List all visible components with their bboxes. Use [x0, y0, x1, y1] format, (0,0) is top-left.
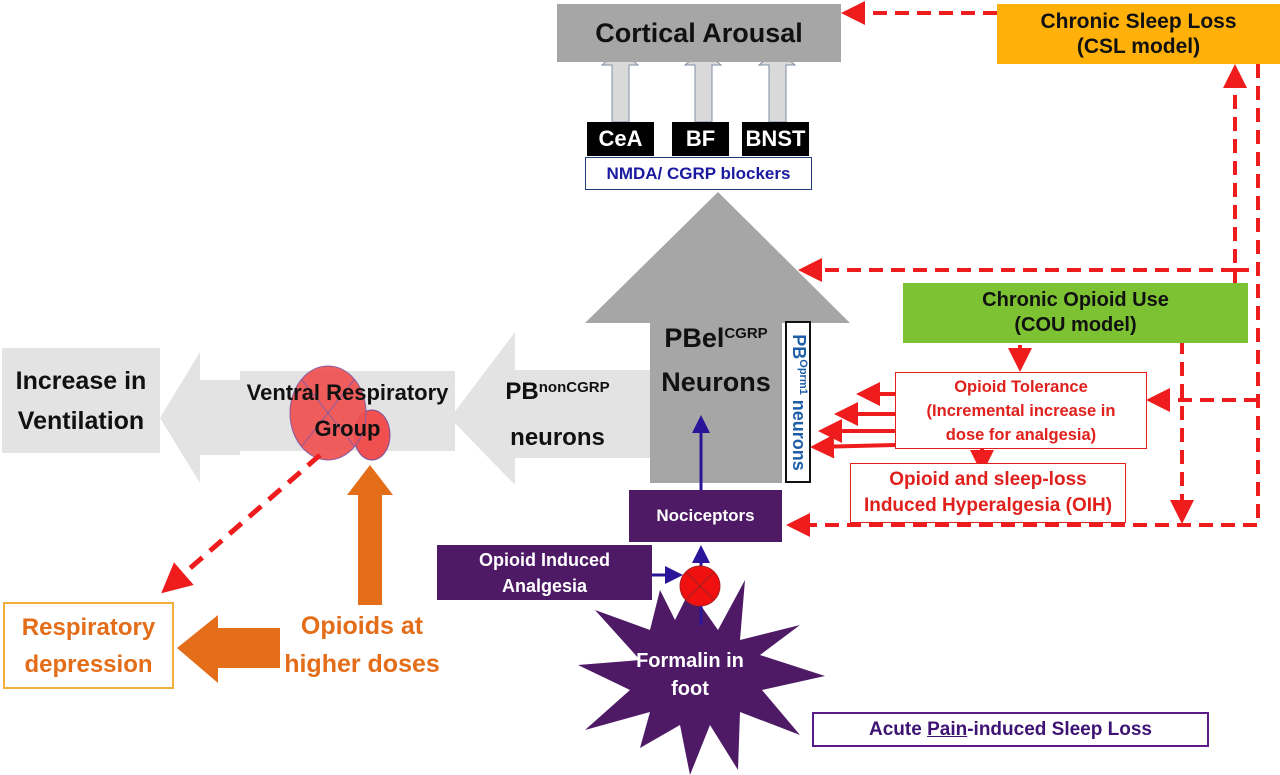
acute-post: -induced Sleep Loss	[967, 718, 1152, 740]
oia-line1: Opioid Induced	[479, 549, 610, 570]
formalin-label: Formalin in foot	[610, 640, 770, 710]
incvent-line1: Increase in	[15, 366, 147, 395]
oih-line2: Induced Hyperalgesia (OIH)	[863, 495, 1113, 516]
cortical-arousal-label: Cortical Arousal	[595, 17, 803, 48]
cou-line1: Chronic Opioid Use	[982, 289, 1169, 311]
pb-oprm1-label: PBOprm1 neurons	[788, 334, 809, 471]
oprm-tail: neurons	[788, 394, 809, 471]
acute-underlined: Pain	[927, 718, 968, 740]
pbel-up-arrow	[585, 192, 850, 483]
csl-line1: Chronic Sleep Loss	[1040, 10, 1237, 33]
respiratory-depression-box: Respiratory depression	[3, 602, 174, 689]
pbel-sup: CGRP	[724, 325, 768, 342]
nmda-cgrp-blockers-box: NMDA/ CGRP blockers	[585, 157, 812, 190]
opioids-higher-doses-label: Opioids at higher doses	[282, 605, 442, 685]
acute-pain-sleep-loss-box: Acute Pain-induced Sleep Loss	[812, 712, 1209, 747]
incvent-line2: Ventilation	[17, 406, 145, 435]
csl-line2: (CSL model)	[1076, 35, 1201, 58]
pbnon-base: PB	[505, 378, 539, 405]
region-bf: BF	[672, 122, 729, 156]
resp-line1: Respiratory	[21, 613, 156, 641]
opi-line2: higher doses	[284, 650, 440, 678]
tolerance-line2: (Incremental increase in	[926, 401, 1116, 420]
pbel-cgrp-neurons-label: PBelCGRP Neurons	[650, 315, 782, 405]
ventral-respiratory-group-label: Ventral Respiratory Group	[240, 371, 455, 451]
pb-noncgrp-neurons-label: PBnonCGRP neurons	[495, 370, 620, 460]
oprm-sup: Oprm1	[796, 358, 809, 395]
pbel-line2: Neurons	[661, 367, 771, 397]
tolerance-line1: Opioid Tolerance	[954, 377, 1088, 396]
opioid-induced-analgesia-box: Opioid Induced Analgesia	[437, 545, 652, 600]
vrg-line1: Ventral Respiratory	[246, 380, 449, 405]
resp-line2: depression	[24, 650, 153, 678]
cou-line2: (COU model)	[1014, 314, 1137, 336]
acute-pain-label: Acute Pain-induced Sleep Loss	[869, 719, 1152, 741]
formalin-line1: Formalin in	[636, 650, 744, 672]
nmda-cgrp-blockers-label: NMDA/ CGRP blockers	[606, 163, 791, 183]
region-bnst-label: BNST	[745, 126, 806, 151]
region-bf-label: BF	[685, 126, 716, 151]
formalin-line2: foot	[671, 678, 709, 700]
chronic-opioid-use-box: Chronic Opioid Use (COU model)	[903, 283, 1248, 343]
tolerance-arrows	[810, 382, 994, 474]
increase-ventilation-box: Increase in Ventilation	[2, 348, 160, 453]
region-cea: CeA	[587, 122, 654, 156]
pbnon-line2: neurons	[510, 424, 605, 451]
vrg-line2: Group	[314, 416, 381, 441]
opioid-tolerance-box: Opioid Tolerance (Incremental increase i…	[895, 372, 1147, 449]
oih-box: Opioid and sleep-loss Induced Hyperalges…	[850, 463, 1126, 523]
region-cea-label: CeA	[598, 126, 643, 151]
oprm-base: PB	[788, 333, 809, 359]
tolerance-line3: dose for analgesia)	[945, 425, 1097, 444]
dashed-arrow-to-resp-depression	[161, 453, 322, 594]
formalin-starburst	[578, 580, 825, 775]
nociceptors-box: Nociceptors	[629, 490, 782, 542]
dashed-right-loop	[786, 64, 1260, 537]
oih-line1: Opioid and sleep-loss	[889, 469, 1087, 490]
opi-line1: Opioids at	[300, 612, 424, 640]
oia-line2: Analgesia	[501, 575, 588, 596]
vrg-left-arrow	[160, 352, 240, 483]
nociceptors-label: Nociceptors	[656, 506, 755, 525]
region-arrows	[600, 49, 797, 123]
pbel-base: PBel	[664, 323, 725, 353]
orange-left-arrow	[177, 615, 280, 683]
dashed-feedback-network	[786, 1, 1260, 537]
pbnon-sup: nonCGRP	[538, 379, 610, 396]
pbnoncgrp-left-arrow	[450, 332, 650, 485]
cortical-arousal-box: Cortical Arousal	[557, 4, 841, 62]
chronic-sleep-loss-box: Chronic Sleep Loss (CSL model)	[997, 4, 1280, 64]
pb-oprm1-neurons-box: PBOprm1 neurons	[785, 321, 811, 483]
orange-up-arrow	[347, 465, 393, 605]
acute-pre: Acute	[869, 718, 928, 740]
region-bnst: BNST	[742, 122, 809, 156]
